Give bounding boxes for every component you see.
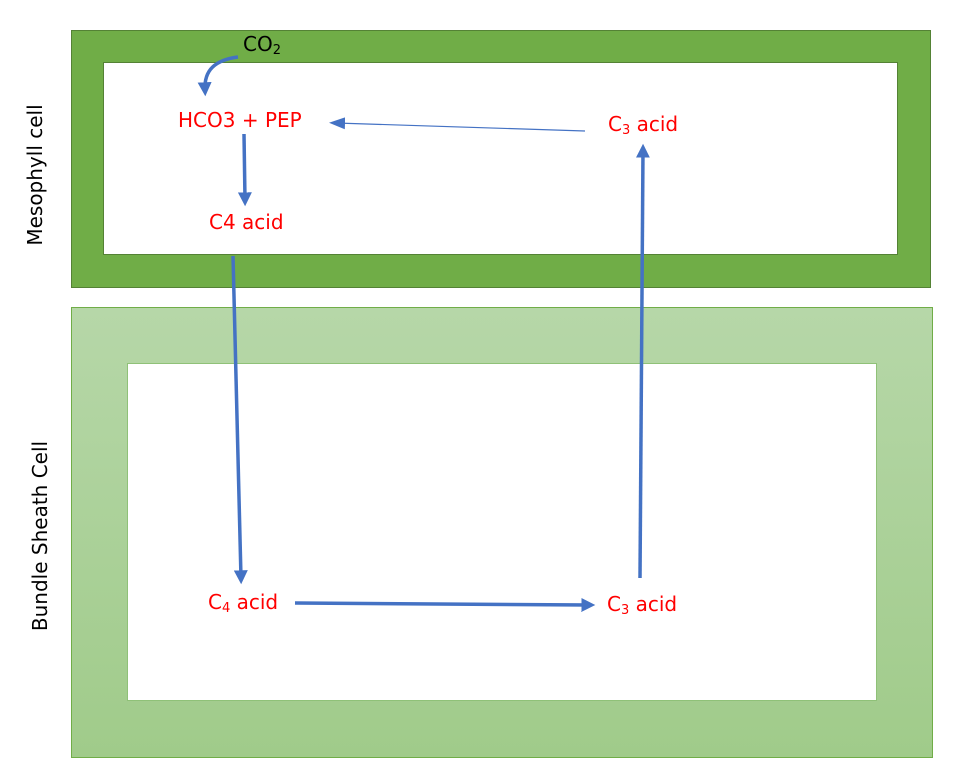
c4-subscript: 4	[221, 601, 231, 616]
co2-subscript: 2	[272, 43, 281, 58]
c4-rest: acid	[230, 590, 279, 614]
co2-base: CO	[243, 32, 273, 56]
c3-acid-bundle-sheath-node: C3 acid	[607, 592, 677, 618]
c4-acid-mesophyll-node: C4 acid	[209, 210, 284, 234]
arrow-c3-acid-to-hco3-pep	[329, 117, 586, 132]
hco3-pep-node: HCO3 + PEP	[178, 108, 302, 132]
arrow-c4-acid-to-bundle-sheath	[231, 255, 248, 585]
co2-node: CO2	[243, 32, 281, 58]
c3-subscript: 3	[621, 123, 631, 138]
c3-subscript: 3	[620, 603, 630, 618]
c3-rest: acid	[629, 592, 678, 616]
arrow-co2-to-hco3	[197, 55, 239, 97]
c4-acid-bundle-sheath-node: C4 acid	[208, 590, 278, 616]
c3-rest: acid	[630, 112, 679, 136]
arrow-c3-acid-to-mesophyll	[635, 143, 650, 579]
mesophyll-cell-interior	[103, 62, 898, 255]
c3-acid-mesophyll-node: C3 acid	[608, 112, 678, 138]
c3-base: C	[608, 112, 622, 136]
arrow-hco3-to-c4-acid	[237, 133, 252, 207]
c3-base: C	[607, 592, 621, 616]
arrow-c4-acid-to-c3-acid	[294, 597, 596, 612]
c4-base: C	[208, 590, 222, 614]
bundle-sheath-cell-interior	[127, 363, 877, 701]
